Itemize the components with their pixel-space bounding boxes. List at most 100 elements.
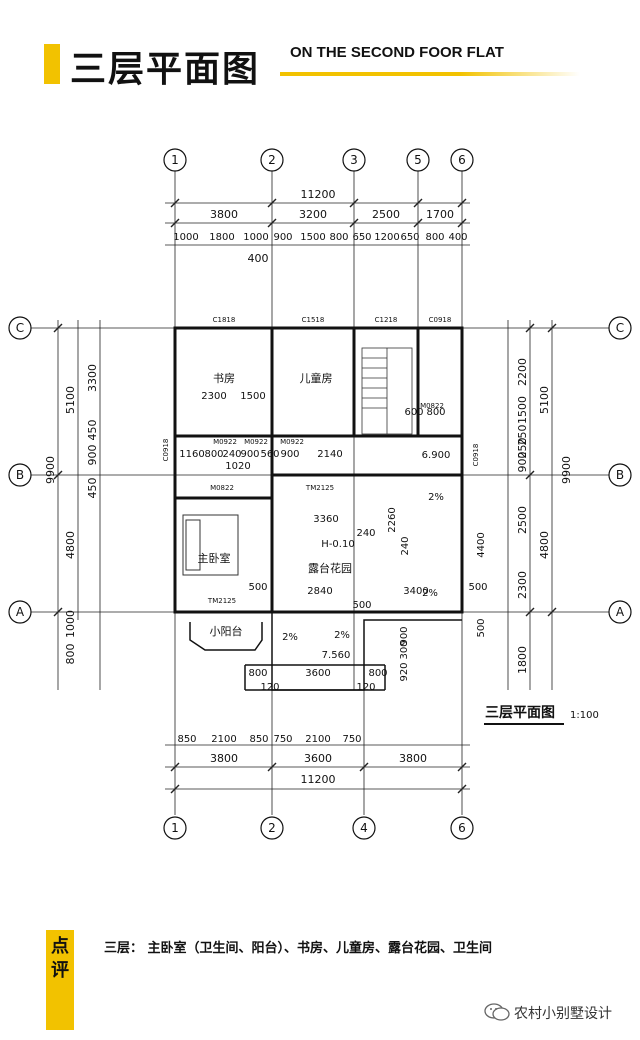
door-label-tm2125-a: TM2125: [305, 484, 334, 492]
axis-label-top-5: 5: [414, 153, 422, 167]
dim-400: 400: [248, 252, 269, 265]
dim-right-2-c: 250: [516, 425, 529, 446]
dim-int-20: 500: [352, 600, 371, 611]
dim-left-2-d: 450: [86, 478, 99, 499]
room-name-master: 主卧室: [198, 551, 231, 565]
dim-int-6: 560: [260, 449, 279, 460]
dim-top-2-9: 800: [425, 232, 444, 243]
dim-top-2-7: 1200: [374, 232, 399, 243]
dim-int-18: 2840: [307, 586, 332, 597]
dim-bottom-2-4: 2100: [305, 734, 330, 745]
window-label-c1218: C1218: [375, 316, 398, 324]
dim-int-21: 500: [468, 582, 487, 593]
dim-right-2-h: 1800: [516, 646, 529, 674]
page-subtitle: ON THE SECOND FOOR FLAT: [290, 44, 504, 61]
dim-int-0: 2300: [201, 391, 226, 402]
dim-int-12: 3360: [313, 514, 338, 525]
dim-top-2-6: 650: [352, 232, 371, 243]
dim-left-low-a: 1000: [64, 610, 77, 638]
comment-text: 三层： 主卧室（卫生间、阳台）、书房、儿童房、露台花园、卫生间: [104, 941, 493, 956]
dim-int-4: 240: [222, 449, 241, 460]
window-label-c0918-left: C0918: [162, 439, 170, 462]
dim-int-24: 800: [248, 668, 267, 679]
drawing-scale: 1:100: [570, 710, 599, 721]
dim-top-2-5: 800: [329, 232, 348, 243]
dim-int-1: 1500: [240, 391, 265, 402]
dim-int-5: 900: [240, 449, 259, 460]
dim-int-17: 500: [248, 582, 267, 593]
dim-left-1-b: 4800: [64, 531, 77, 559]
dim-bottom-1-c: 3800: [399, 752, 427, 765]
dim-int-19: 3400: [403, 586, 428, 597]
dim-right-2-e: 900: [516, 452, 529, 473]
dim-right-2-a: 2200: [516, 358, 529, 386]
dim-left-2-b: 450: [86, 420, 99, 441]
slope-label-b: 2%: [422, 588, 438, 599]
comment-tag: 点评: [51, 936, 69, 981]
dim-bottom-2-0: 850: [177, 734, 196, 745]
window-label-c0918-right: C0918: [472, 444, 480, 467]
dim-top-2-0: 1000: [173, 232, 198, 243]
dim-top-2-10: 400: [448, 232, 467, 243]
dim-left-1-a: 5100: [64, 386, 77, 414]
dim-int-10: 600: [404, 407, 423, 418]
door-label-tm2125-b: TM2125: [207, 597, 236, 605]
dim-int-16: 4400: [476, 532, 487, 557]
dim-left-2-c: 900: [86, 445, 99, 466]
dim-int-15: 240: [400, 536, 411, 555]
dim-top-total: 11200: [301, 188, 336, 201]
dim-bottom-total: 11200: [301, 773, 336, 786]
dim-bottom-1-b: 3600: [304, 752, 332, 765]
elevation-6900: 6.900: [422, 450, 451, 461]
dim-top-2-1: 1800: [209, 232, 234, 243]
header-underline: [280, 72, 580, 76]
dim-bottom-2-2: 850: [249, 734, 268, 745]
door-label-m0822-a: M0822: [420, 402, 444, 410]
dim-int-14: 2260: [387, 507, 398, 532]
axis-label-top-3: 3: [350, 153, 358, 167]
dim-right-2-f: 2500: [516, 506, 529, 534]
page-title: 三层平面图: [70, 49, 261, 90]
dim-int-25: 800: [368, 668, 387, 679]
dim-right-1-b: 4800: [538, 531, 551, 559]
dim-right-2-d: 250: [516, 438, 529, 459]
window-label-c0918: C0918: [429, 316, 452, 324]
header-accent-bar: [44, 44, 60, 84]
wechat-icon: [484, 1003, 510, 1021]
elevation-7560: 7.560: [322, 650, 351, 661]
dim-top-1-b: 3200: [299, 208, 327, 221]
dim-int-23: 3600: [305, 668, 330, 679]
slope-label-d: 2%: [334, 630, 350, 641]
window-label-c1818: C1818: [213, 316, 236, 324]
dim-bottom-2-3: 750: [273, 734, 292, 745]
axis-label-top-6: 6: [458, 153, 466, 167]
dim-int-29: 920: [399, 662, 410, 681]
axis-label-right-c: C: [616, 321, 624, 335]
watermark-text: 农村小别墅设计: [514, 1006, 612, 1022]
dim-left-total: 9900: [44, 456, 57, 484]
room-name-kids: 儿童房: [300, 371, 333, 385]
dim-right-total: 9900: [560, 456, 573, 484]
axis-label-bottom-2: 2: [268, 821, 276, 835]
dim-int-2: 1160: [179, 449, 204, 460]
dim-bottom-1-a: 3800: [210, 752, 238, 765]
slope-label-c: 2%: [282, 632, 298, 643]
dim-int-11: 800: [426, 407, 445, 418]
dim-top-1-a: 3800: [210, 208, 238, 221]
dim-left-2-a: 3300: [86, 364, 99, 392]
dim-top-1-c: 2500: [372, 208, 400, 221]
dim-right-1-a: 5100: [538, 386, 551, 414]
dim-right-2-g: 2300: [516, 571, 529, 599]
dim-top-2-4: 1500: [300, 232, 325, 243]
dim-int-27: 120: [356, 682, 375, 693]
axis-label-right-b: B: [616, 468, 624, 482]
axis-label-left-c: C: [16, 321, 24, 335]
slope-label-a: 2%: [428, 492, 444, 503]
dim-int-30: 300: [399, 640, 410, 659]
window-label-c1518: C1518: [302, 316, 325, 324]
dim-int-3: 800: [204, 449, 223, 460]
dim-left-low-b: 800: [64, 644, 77, 665]
axis-label-left-a: A: [16, 605, 25, 619]
axis-label-bottom-6: 6: [458, 821, 466, 835]
